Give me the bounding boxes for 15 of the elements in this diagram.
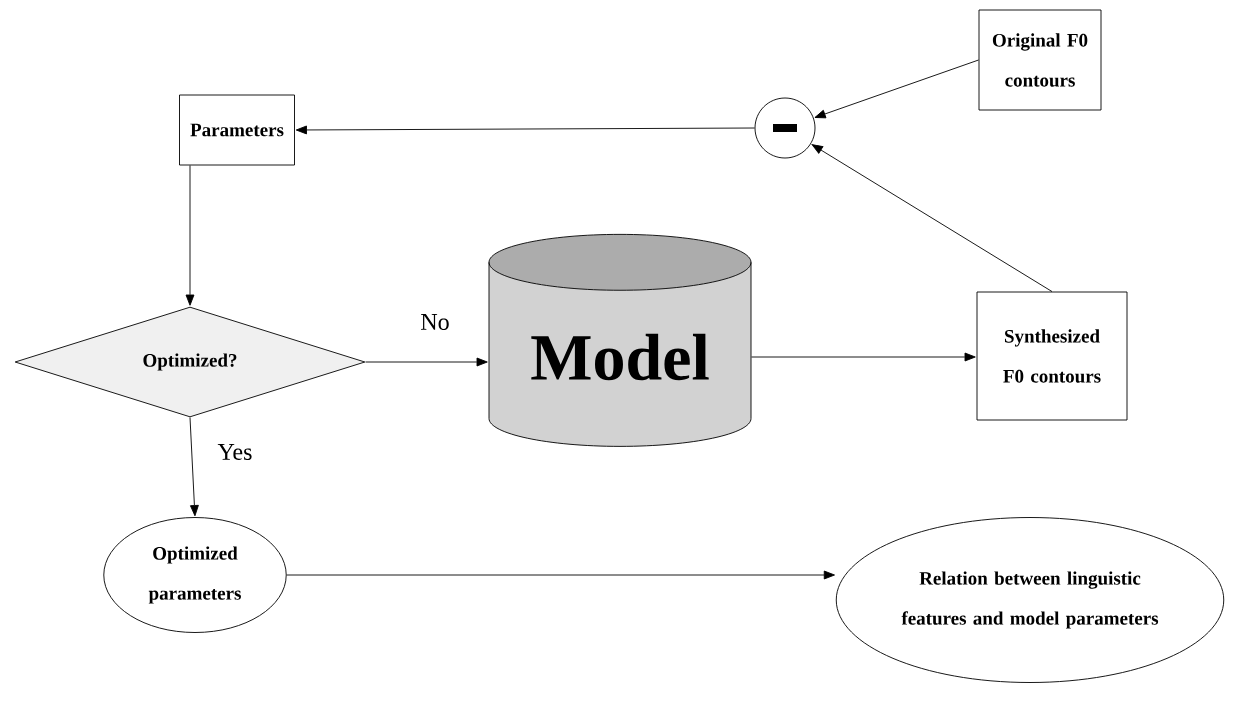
input-box: Original F0 contours [978, 9, 1102, 111]
model-cylinder: Model [488, 233, 752, 447]
minus-circle [754, 97, 816, 159]
arrow [185, 165, 195, 306]
arrow [286, 570, 835, 580]
edge-label: No [419, 313, 451, 331]
arrow [814, 59, 979, 119]
arrow [295, 125, 755, 135]
arrow [811, 144, 1053, 292]
output-box: Synthesized F0 contours [976, 291, 1128, 421]
arrow [365, 357, 488, 367]
arrow [189, 417, 199, 517]
process-box: Parameters [179, 94, 295, 166]
edge-label: Yes [216, 443, 254, 461]
arrow [751, 352, 976, 362]
